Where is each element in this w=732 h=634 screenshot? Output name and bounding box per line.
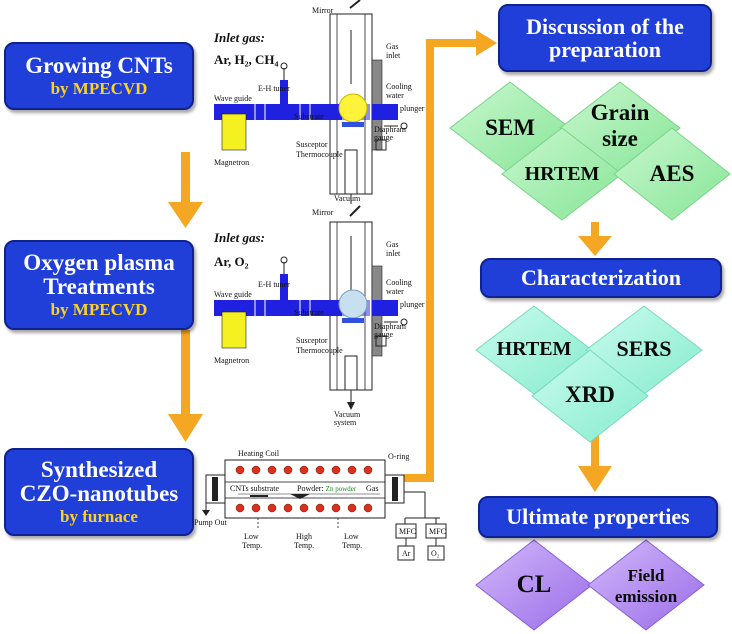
arrow-right-2 <box>578 420 612 492</box>
r1-label-thermocouple: Thermocouple <box>296 150 343 159</box>
r1-label-susceptor: Susceptor <box>296 140 328 149</box>
r1-label-plunger: plunger <box>400 104 425 113</box>
box-oxygen-plasma: Oxygen plasma Treatments by MPECVD <box>4 240 194 330</box>
box-characterization-title: Characterization <box>520 265 682 291</box>
arrow-connector <box>404 30 497 482</box>
r1-label-substrate: Substrate <box>294 112 324 121</box>
furnace-label-powder: Powder: Zn powder <box>297 484 356 493</box>
reactor-1-diagram <box>214 0 408 204</box>
furnace-powder-text: Powder: <box>297 484 324 493</box>
r2-label-plunger: plunger <box>400 300 425 309</box>
r1-label-wave-guide: Wave guide <box>214 94 252 103</box>
r1-label-water: water <box>386 91 404 100</box>
arrow-left-2 <box>168 330 203 442</box>
box-discussion-preparation: Discussion of the preparation <box>498 4 712 72</box>
diamond-cl <box>475 539 593 631</box>
label-aes: AES <box>649 161 695 186</box>
arrow-right-1 <box>578 222 612 256</box>
furnace-label-high-temp-2: Temp. <box>294 541 315 550</box>
label-sem: SEM <box>485 115 535 140</box>
r2-label-diaphram: Diaphram <box>374 322 406 331</box>
box-synthesized-czo: Synthesized CZO-nanotubes by furnace <box>4 448 194 536</box>
label-cl: CL <box>516 571 552 598</box>
box-discussion-line-2: preparation <box>548 37 662 62</box>
box-synthesized-title-2: CZO-nanotubes <box>19 481 179 507</box>
label-field: Field <box>627 566 665 585</box>
box-characterization: Characterization <box>480 258 722 298</box>
furnace-label-cnts-substrate: CNTs substrate <box>230 484 279 493</box>
r1-label-magnetron: Magnetron <box>214 158 250 167</box>
r2-label-eh-tuner: E-H tuner <box>258 280 290 289</box>
box-synthesized-subtitle: by furnace <box>60 507 138 527</box>
r2-label-inlet: inlet <box>386 249 401 258</box>
furnace-label-oring: O-ring <box>388 452 410 461</box>
label-sers: SERS <box>616 336 672 361</box>
r2-gases: Ar, O₂ <box>214 254 249 269</box>
furnace-powder-type: Zn powder <box>325 485 357 493</box>
reactor-2-diagram <box>214 205 408 410</box>
r2-label-gas: Gas <box>386 240 399 249</box>
r1-inlet-gas-text: Inlet gas: <box>214 30 265 45</box>
label-hrtem-2: HRTEM <box>496 338 572 360</box>
r2-label-susceptor: Susceptor <box>296 336 328 345</box>
r2-label-magnetron: Magnetron <box>214 356 250 365</box>
label-xrd: XRD <box>565 382 615 407</box>
box-discussion-line-1: Discussion of the <box>526 13 684 39</box>
r2-inlet-gas-label: Inlet gas: <box>214 230 265 246</box>
furnace-label-mfc-left: MFC <box>399 527 416 536</box>
furnace-label-heating-coil: Heating Coil <box>238 449 280 458</box>
label-hrtem-1: HRTEM <box>524 163 600 185</box>
box-growing-cnts-subtitle: by MPECVD <box>50 79 148 99</box>
label-size: size <box>602 126 638 151</box>
diamond-hrtem-1 <box>501 127 623 221</box>
label-grain: Grain <box>590 100 650 125</box>
box-ultimate-properties: Ultimate properties <box>478 496 718 538</box>
label-emission: emission <box>614 587 678 606</box>
r1-label-cooling: Cooling <box>386 82 412 91</box>
box-oxygen-plasma-title-2: Treatments <box>43 274 155 300</box>
diamond-aes <box>613 127 731 221</box>
arrow-left-1 <box>168 152 203 228</box>
box-oxygen-plasma-title-1: Oxygen plasma <box>23 249 175 275</box>
furnace-label-low-temp-left-1: Low <box>244 532 259 541</box>
r2-label-mirror: Mirror <box>312 208 334 217</box>
r2-label-cooling: Cooling <box>386 278 412 287</box>
r2-label-substrate: Substrate <box>294 308 324 317</box>
furnace-label-o2: O₂ <box>431 549 440 558</box>
r2-label-wave-guide: Wave guide <box>214 290 252 299</box>
furnace-label-high-temp-1: High <box>296 532 312 541</box>
box-oxygen-plasma-subtitle: by MPECVD <box>50 300 148 320</box>
box-growing-cnts: Growing CNTs by MPECVD <box>4 42 194 110</box>
diamond-field-emission <box>587 539 705 631</box>
furnace-label-gas: Gas <box>366 484 379 493</box>
r2-inlet-gas-text: Inlet gas: <box>214 230 265 245</box>
box-growing-cnts-title: Growing CNTs <box>25 53 173 78</box>
r1-label-gas: Gas <box>386 42 399 51</box>
r2-label-system: system <box>334 418 357 427</box>
r1-label-diaphram: Diaphram <box>374 125 406 134</box>
furnace-diagram <box>202 459 447 561</box>
r1-label-vacuum: Vacuum <box>334 194 361 203</box>
furnace-label-mfc-right: MFC <box>429 527 446 536</box>
furnace-label-low-temp-right-1: Low <box>344 532 359 541</box>
r2-label-thermocouple: Thermocouple <box>296 346 343 355</box>
r1-gases: Ar, H₂, CH₄ <box>214 52 279 67</box>
r2-label-vacuum: Vacuum <box>334 410 361 419</box>
r1-label-gauge: gauge <box>374 133 394 142</box>
r1-inlet-gas-label: Inlet gas: <box>214 30 265 46</box>
diamond-xrd <box>531 349 649 443</box>
r1-label-mirror: Mirror <box>312 6 334 15</box>
r1-label-inlet: inlet <box>386 51 401 60</box>
furnace-label-ar: Ar <box>402 549 411 558</box>
r2-label-gauge: gauge <box>374 330 394 339</box>
r2-label-water: water <box>386 287 404 296</box>
furnace-label-low-temp-left-2: Temp. <box>242 541 263 550</box>
furnace-label-low-temp-right-2: Temp. <box>342 541 363 550</box>
box-synthesized-title-1: Synthesized <box>40 456 158 482</box>
r1-label-eh-tuner: E-H tuner <box>258 84 290 93</box>
box-ultimate-title: Ultimate properties <box>506 504 690 530</box>
furnace-label-pump-out: Pump Out <box>194 518 227 527</box>
